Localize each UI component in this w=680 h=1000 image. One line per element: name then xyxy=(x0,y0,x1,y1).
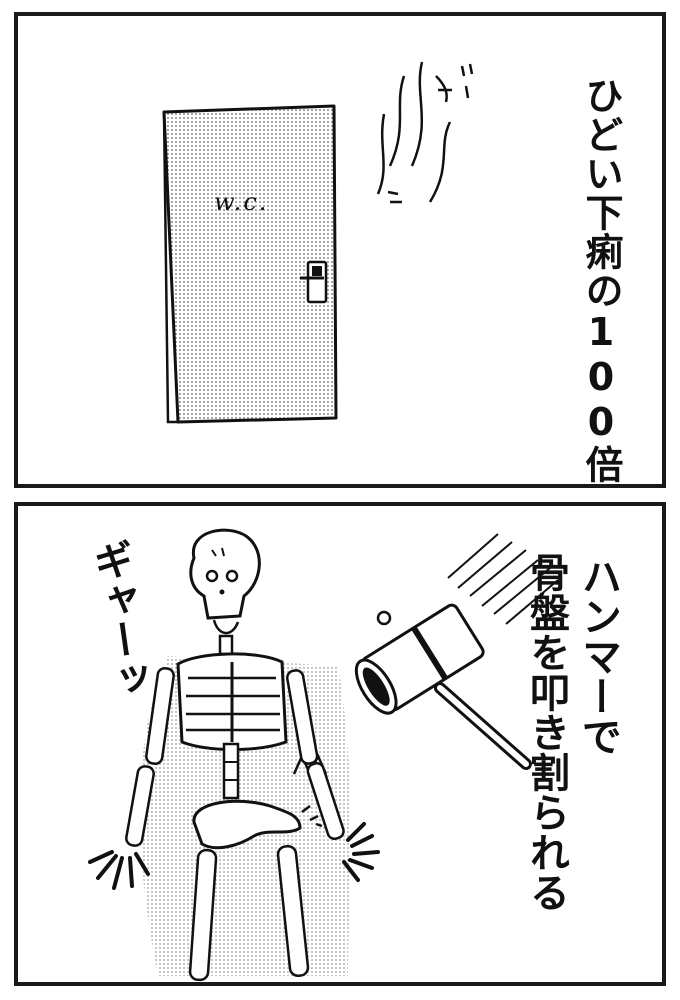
panel-2: ギャーッ ハンマーで 骨盤を叩き割られる xyxy=(14,502,666,986)
hammer-icon xyxy=(354,533,559,770)
skeleton-icon xyxy=(88,528,559,982)
toilet-door-icon xyxy=(162,61,474,424)
door-sign: w.c. xyxy=(214,188,269,216)
caption-text-line-2: 骨盤を叩き割られる xyxy=(523,552,569,912)
caption-text: ひどい下痢の100倍 xyxy=(579,76,623,484)
caption-text-line-1: ハンマーで xyxy=(575,556,621,756)
panel-1: w.c. ひどい下痢の100倍 xyxy=(14,12,666,488)
